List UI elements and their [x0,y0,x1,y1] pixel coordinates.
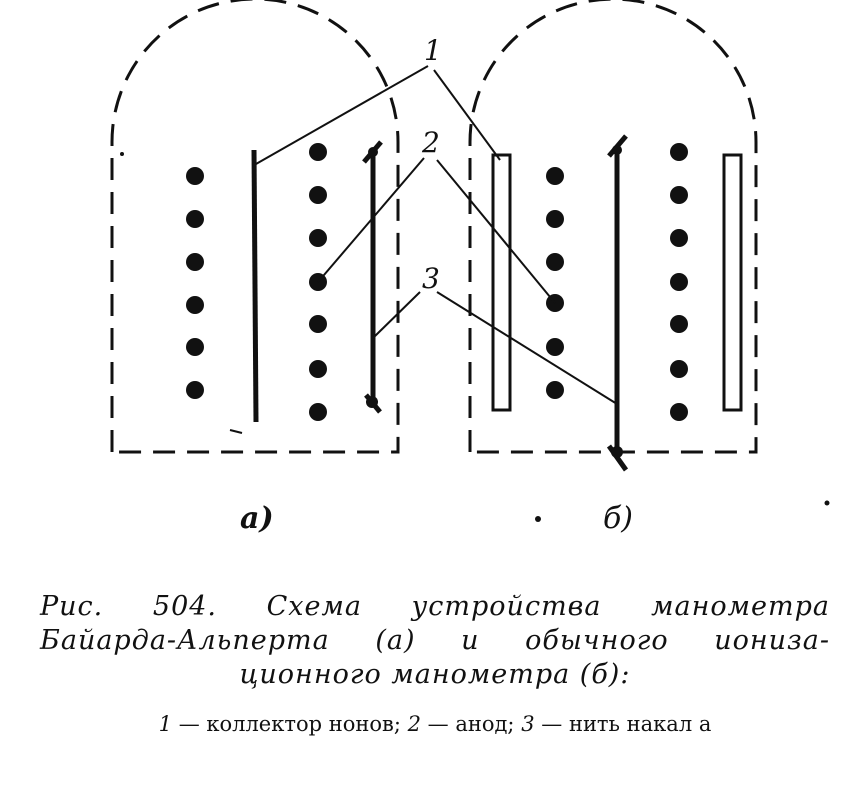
label-anode-number: 2 [421,126,440,159]
label-variant-b: б) [603,501,633,536]
bulb-a-anode-grid-left [186,167,204,399]
label-filament-number: 3 [422,262,440,295]
figure-caption-line-2: Байарда-Альперта (а) и обычного иониза- [40,625,830,656]
bulb-b-collector-plate-left [491,153,512,412]
leader-lines [255,65,618,405]
bulb-b-anode-grid-right [670,143,688,421]
legend-text-filament: — нить накал а [541,712,712,736]
legend-text-collector: — коллектор нонов; [178,712,401,736]
figure-legend: 1 — коллектор нонов; 2 — анод; 3 — нить … [40,712,830,736]
figure-caption-line-1: Рис. 504. Схема устройства манометра [40,591,830,622]
bulb-a-filament [362,140,383,414]
legend-number-2: 2 [407,712,421,736]
label-variant-a: а) [240,501,274,536]
print-specks [120,152,830,522]
legend-number-1: 1 [158,712,172,736]
bulb-b-collector-plate-right [722,153,743,412]
legend-number-3: 3 [521,712,535,736]
bulb-b-anode-grid-left [546,167,564,399]
figure-caption-line-3: ционного манометра (б): [239,659,631,690]
manometer-schematic: 1 2 3 а) б) [110,0,830,536]
label-collector-number: 1 [424,34,442,67]
bulb-b-envelope [468,0,758,454]
bulb-a-ion-collector [251,149,259,423]
bulb-b-filament [606,134,629,472]
legend-text-anode: — анод; [427,712,515,736]
